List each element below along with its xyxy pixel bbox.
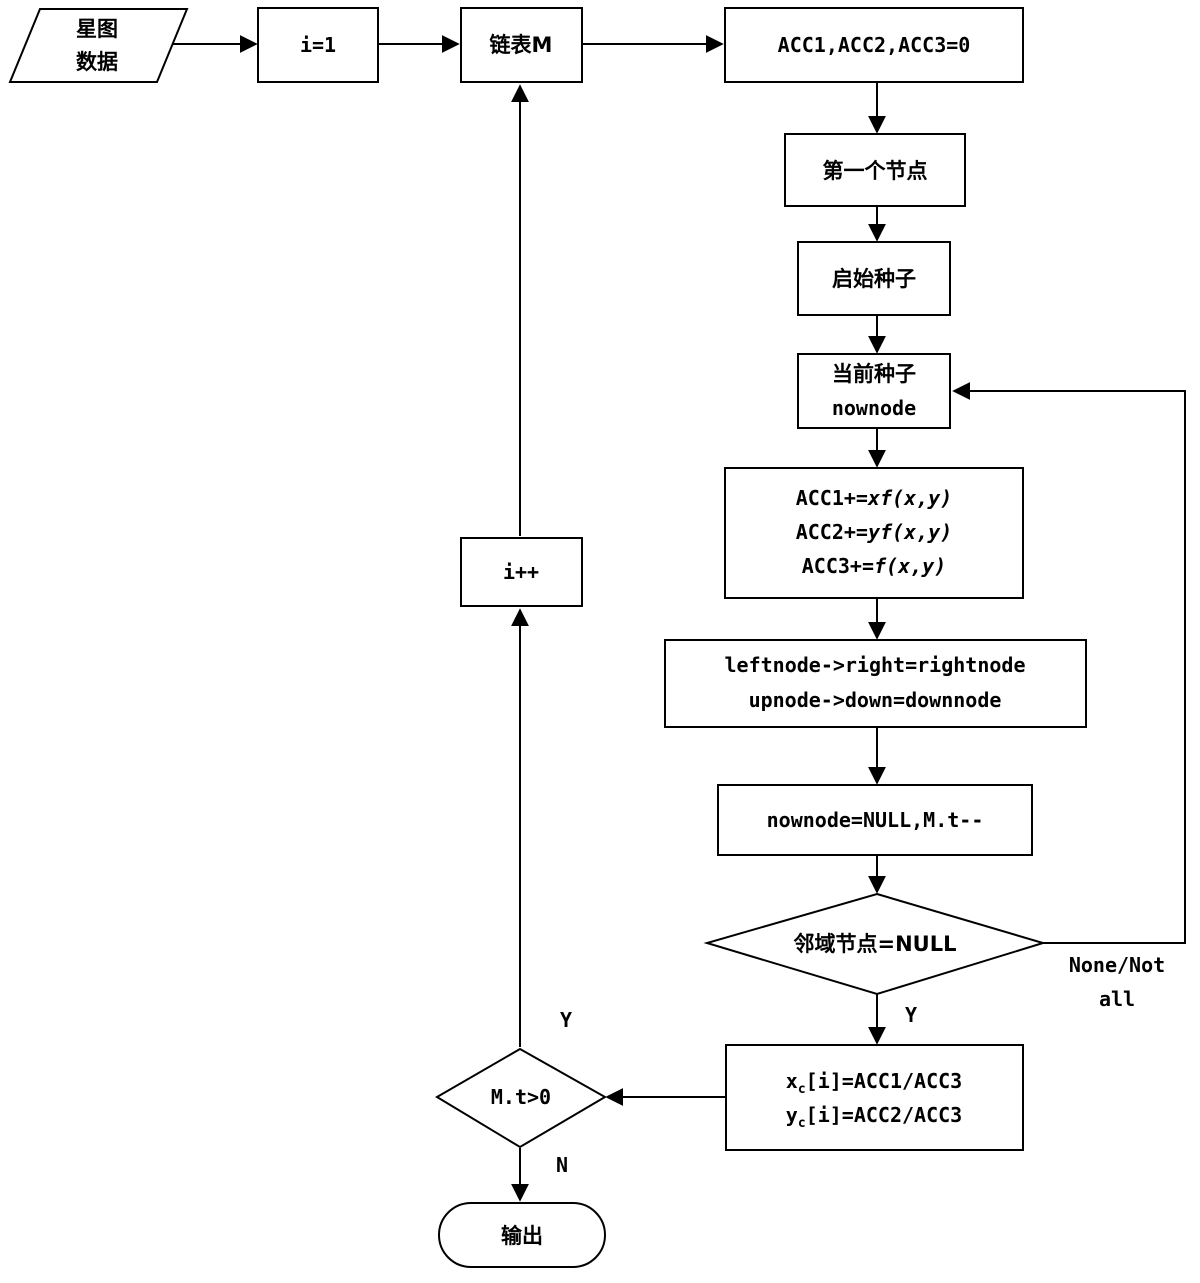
node-i-init-label: i=1 — [300, 33, 336, 57]
node-first-node: 第一个节点 — [784, 133, 966, 207]
node-star-map-data: 星图 数据 — [8, 8, 189, 83]
node-centroid: xc[i]=ACC1/ACC3 yc[i]=ACC2/ACC3 — [725, 1044, 1024, 1151]
node-accumulate-line3: ACC3+=f(x,y) — [802, 554, 947, 578]
node-relink-line2: upnode->down=downnode — [749, 688, 1002, 712]
node-clear-node-label: nownode=NULL,M.t-- — [767, 808, 984, 832]
node-star-map-data-line1: 星图 — [76, 17, 118, 41]
edge-label-mt-yes: Y — [560, 1008, 572, 1032]
node-relink: leftnode->right=rightnode upnode->down=d… — [664, 639, 1087, 728]
node-linked-list-m-label: 链表M — [490, 33, 553, 57]
node-mt-check: M.t>0 — [435, 1047, 608, 1149]
node-relink-line1: leftnode->right=rightnode — [724, 653, 1025, 677]
node-start-seed: 启始种子 — [797, 241, 951, 316]
edge-labels: None/Not all Y Y N — [556, 953, 1165, 1177]
node-current-seed-line2: nownode — [832, 396, 916, 420]
node-centroid-line2: yc[i]=ACC2/ACC3 — [786, 1103, 962, 1131]
edge-label-neighbor-yes: Y — [905, 1003, 917, 1027]
node-acc-init: ACC1,ACC2,ACC3=0 — [724, 7, 1024, 83]
node-acc-init-label: ACC1,ACC2,ACC3=0 — [778, 33, 971, 57]
node-output-label: 输出 — [501, 1224, 543, 1248]
edge-label-none-not-all-line1: None/Not — [1069, 953, 1165, 977]
node-current-seed-line1: 当前种子 — [832, 362, 916, 386]
node-start-seed-label: 启始种子 — [832, 267, 916, 291]
node-i-increment: i++ — [460, 537, 583, 607]
edge-label-none-not-all-line2: all — [1099, 987, 1135, 1011]
node-accumulate-line1: ACC1+=xf(x,y) — [796, 486, 953, 510]
edge-check-loop-back — [952, 382, 1186, 944]
node-accumulate-line2: ACC2+=yf(x,y) — [796, 520, 953, 544]
node-centroid-line1: xc[i]=ACC1/ACC3 — [786, 1069, 962, 1097]
node-clear-node: nownode=NULL,M.t-- — [717, 784, 1033, 856]
node-linked-list-m: 链表M — [460, 7, 583, 83]
node-star-map-data-line2: 数据 — [76, 50, 118, 74]
node-current-seed: 当前种子 nownode — [797, 353, 951, 429]
node-i-init: i=1 — [257, 7, 379, 83]
node-accumulate: ACC1+=xf(x,y) ACC2+=yf(x,y) ACC3+=f(x,y) — [724, 467, 1024, 599]
node-neighbor-check-label: 邻域节点=NULL — [794, 932, 957, 956]
node-output: 输出 — [438, 1202, 606, 1268]
edge-label-mt-no: N — [556, 1153, 568, 1177]
connectors — [172, 35, 1186, 1202]
node-i-increment-label: i++ — [503, 560, 539, 584]
node-first-node-label: 第一个节点 — [823, 159, 928, 183]
node-neighbor-check: 邻域节点=NULL — [703, 892, 1047, 996]
node-mt-check-label: M.t>0 — [491, 1085, 551, 1109]
